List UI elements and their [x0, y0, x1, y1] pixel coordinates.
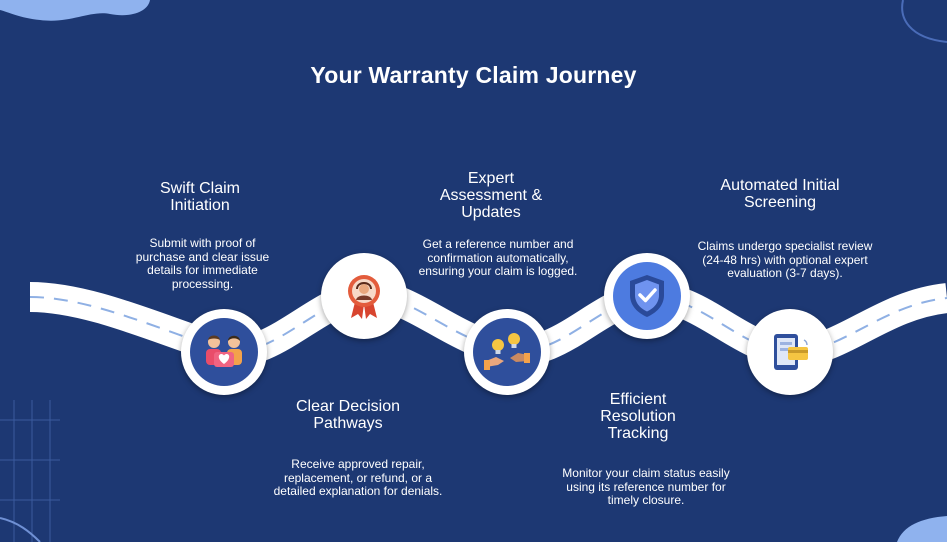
step-4-title: Efficient Resolution Tracking: [600, 391, 676, 442]
step-5-node: [747, 309, 833, 395]
step-4-description: Monitor your claim status easily using i…: [562, 466, 730, 507]
people-with-heart-icon: [206, 335, 242, 367]
step-2-node: [321, 253, 407, 339]
support-agent-badge-icon: [348, 275, 380, 319]
step-1-description: Submit with proof of purchase and clear …: [135, 236, 270, 291]
step-1-title: Swift Claim Initiation: [159, 180, 240, 214]
shield-check-icon: [630, 275, 664, 317]
step-1-node: [181, 309, 267, 395]
step-2-description: Receive approved repair, replacement, or…: [273, 457, 443, 498]
step-3-description: Get a reference number and confirmation …: [418, 237, 578, 278]
bottom-right-blob-decoration: [897, 516, 947, 542]
page-title: Your Warranty Claim Journey: [310, 62, 637, 88]
step-5-title: Automated Initial Screening: [720, 177, 840, 211]
step-3-node: [464, 309, 550, 395]
step-5-description: Claims undergo specialist review (24-48 …: [697, 239, 873, 280]
bottom-left-grid-decoration: [0, 400, 60, 542]
top-left-blob-decoration: [0, 0, 150, 21]
step-4-node: [604, 253, 690, 339]
step-3-title: Expert Assessment & Updates: [439, 170, 543, 221]
top-right-ring-decoration: [901, 0, 947, 43]
step-2-title: Clear Decision Pathways: [295, 398, 401, 432]
hands-with-lightbulbs-icon: [484, 333, 530, 370]
tablet-card-icon: [774, 334, 808, 370]
